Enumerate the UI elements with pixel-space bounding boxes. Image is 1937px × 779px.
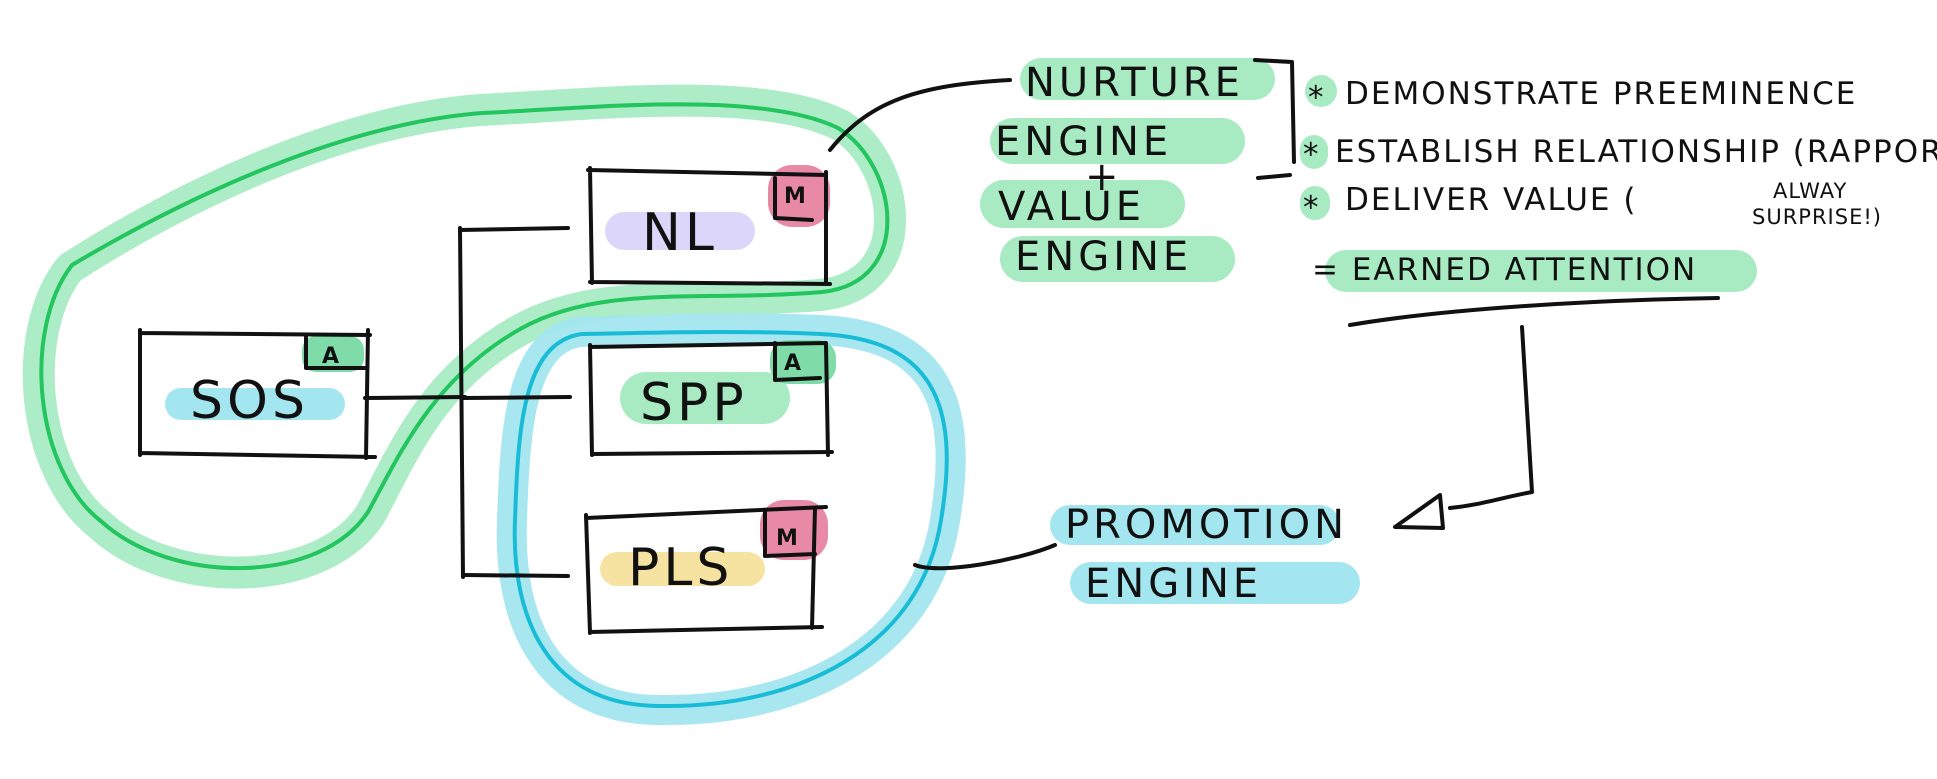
bullet-2-text: ESTABLISH RELATIONSHIP (RAPPORT) [1335, 134, 1937, 170]
connector-pls-to-promotion [913, 543, 1057, 571]
node-nl[interactable]: M NL [586, 165, 832, 286]
promotion-line1-highlight [1050, 505, 1340, 545]
bullet-3-star-highlight [1300, 186, 1330, 220]
connector-sos-trunk [363, 395, 467, 400]
sos-label: SOS [190, 371, 309, 431]
pls-badge: M [776, 526, 798, 551]
arrow-head [1393, 493, 1445, 530]
nl-badge-highlight [768, 165, 830, 227]
nl-badge-box [773, 176, 814, 222]
bullet-2-star-highlight [1300, 135, 1328, 169]
nl-box [586, 166, 832, 286]
pls-label: PLS [628, 538, 733, 598]
nl-label: NL [642, 203, 718, 263]
node-sos[interactable]: A SOS [138, 328, 377, 460]
bullet-3-star: * [1303, 190, 1321, 226]
promotion-engine[interactable]: PROMOTION ENGINE [1050, 502, 1360, 607]
spp-box [588, 341, 834, 457]
node-pls[interactable]: M PLS [584, 500, 828, 635]
bullet-list: * DEMONSTRATE PREEMINENCE * ESTABLISH RE… [1300, 75, 1937, 229]
bracket [1253, 58, 1296, 180]
green-lasso-line [39, 102, 890, 571]
pls-highlight [600, 552, 765, 586]
pls-badge-box [763, 508, 817, 558]
nurture-line1-highlight [1020, 58, 1275, 100]
value-line1: VALUE [998, 184, 1145, 230]
nurture-value-engine: NURTURE ENGINE + VALUE ENGINE [980, 58, 1275, 282]
bullet-1-star: * [1308, 80, 1326, 116]
arrow-shaft [1448, 325, 1534, 510]
earned-attention-highlight [1325, 250, 1757, 292]
sos-highlight [165, 388, 345, 420]
connector-nl-to-nurture [828, 78, 1012, 152]
tree-connector [363, 226, 572, 579]
spp-badge-highlight [770, 340, 836, 384]
bullet-2-star: * [1303, 137, 1321, 173]
nurture-line2: ENGINE [995, 119, 1172, 165]
bullet-1-text: DEMONSTRATE PREEMINENCE [1345, 76, 1857, 112]
earned-attention: = EARNED ATTENTION [1312, 250, 1757, 327]
nurture-line1: NURTURE [1025, 60, 1244, 106]
promotion-line2-highlight [1070, 562, 1360, 604]
spp-badge-box [773, 341, 822, 382]
sos-box [138, 328, 377, 460]
sos-badge-highlight [302, 336, 364, 372]
nl-badge: M [784, 184, 806, 209]
nl-highlight [605, 212, 755, 250]
spp-highlight [620, 372, 790, 424]
connector-vertical [458, 226, 465, 579]
sos-badge: A [322, 344, 339, 369]
sos-badge-box [304, 335, 367, 370]
spp-badge: A [784, 351, 801, 376]
pls-box [584, 505, 828, 635]
earned-attention-text: = EARNED ATTENTION [1312, 252, 1697, 288]
cyan-lasso-band [496, 313, 966, 726]
spp-label: SPP [640, 373, 748, 433]
nurture-line2-highlight [990, 118, 1245, 164]
pls-badge-highlight [760, 500, 828, 560]
connector-spp [461, 395, 572, 400]
value-line2: ENGINE [1015, 234, 1192, 280]
bullet-1-star-highlight [1305, 75, 1337, 107]
bullet-3-text: DELIVER VALUE ( [1345, 182, 1637, 218]
green-lasso-band [22, 84, 906, 589]
promotion-line2: ENGINE [1085, 561, 1262, 607]
value-line1-highlight [980, 180, 1185, 228]
bullet-3-aside-2: SURPRISE!) [1752, 205, 1882, 229]
cyan-lasso-line [512, 329, 949, 709]
bullet-3-aside-1: ALWAY [1773, 179, 1847, 203]
plus-sign: + [1085, 154, 1123, 200]
node-spp[interactable]: A SPP [588, 340, 836, 457]
cyan-lasso [496, 313, 966, 726]
value-line2-highlight [1000, 236, 1235, 282]
green-lasso [22, 84, 906, 589]
arrow-to-promotion [1393, 325, 1534, 530]
earned-attention-underline [1348, 296, 1720, 327]
promotion-line1: PROMOTION [1065, 502, 1348, 548]
connector-pls [461, 573, 570, 578]
connector-nl [458, 226, 570, 232]
